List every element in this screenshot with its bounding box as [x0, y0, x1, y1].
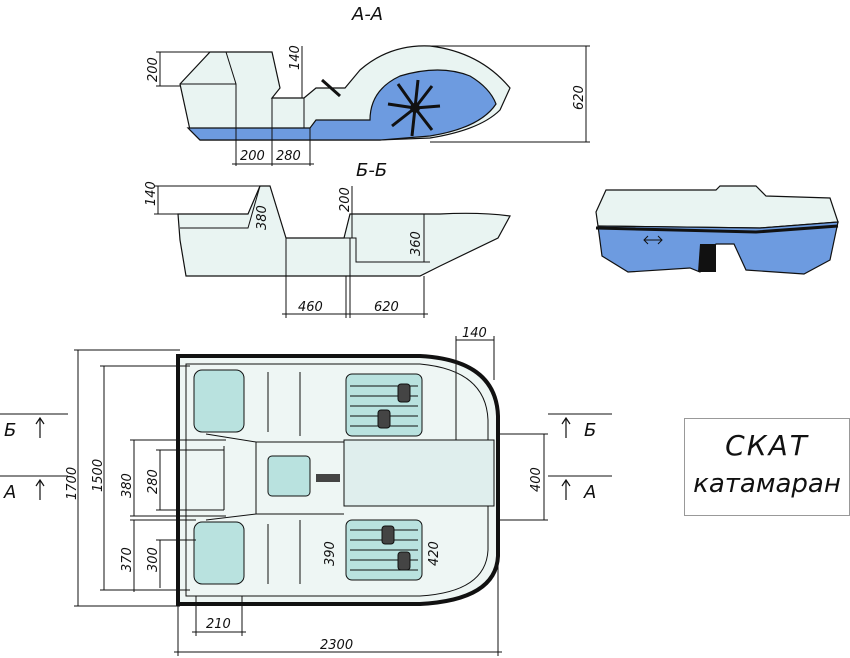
plan-cabin-lines: [205, 372, 344, 584]
aa-waterline: [186, 69, 497, 141]
bb-dim-460: 460: [298, 300, 323, 315]
plan-dim-140-lines: [455, 336, 495, 440]
pedal-icon: [377, 383, 411, 571]
plan-dim-low-lines: [130, 519, 196, 592]
section-bb-label: Б-Б: [356, 160, 387, 181]
plan-dim-400-lines: [498, 433, 548, 521]
bb-dim-140: 140: [144, 181, 159, 206]
perspective-view: [595, 185, 839, 275]
bb-dim-380: 380: [255, 205, 270, 230]
bb-dim-140-lines: [154, 185, 260, 215]
bb-dim-360: 360: [409, 231, 424, 256]
plan-seat-front-left: [193, 369, 245, 433]
section-marker-lines: [0, 413, 612, 477]
plan-dim-1500-lines: [100, 365, 190, 591]
aa-dim-620: 620: [572, 85, 587, 110]
plan-dim-400: 400: [529, 467, 544, 492]
aa-lever: [321, 78, 341, 98]
plan-dim-420: 420: [427, 541, 442, 566]
mark-b-right: Б: [584, 420, 596, 441]
product-type: катамаран: [693, 469, 841, 499]
aa-dim-280: 280: [276, 149, 301, 164]
section-aa-label: А-А: [351, 4, 383, 25]
plan-dim-1500: 1500: [91, 459, 106, 492]
mark-b-left: Б: [4, 420, 16, 441]
persp-arrow-icon: [643, 235, 663, 245]
persp-shadow: [698, 244, 716, 272]
aa-dim-200-bottom: 200: [240, 149, 265, 164]
aa-dim-620-lines: [430, 45, 590, 143]
plan-dim-1700: 1700: [65, 467, 80, 500]
plan-dim-2300: 2300: [320, 638, 353, 653]
section-bb: Б-Б 140 380 200 360 460 620: [144, 160, 511, 318]
aa-dim-200: 200: [146, 57, 161, 82]
section-markers: Б А Б А: [0, 413, 612, 503]
plan-view: 1700 1500 380 280 370 300 390 420 140 40…: [65, 326, 548, 656]
plan-dim-210-lines: [192, 596, 246, 636]
mark-a-right: А: [583, 482, 596, 503]
persp-deck: [595, 185, 839, 229]
title-block: СКАТ катамаран: [684, 418, 850, 516]
plan-dim-380: 380: [120, 473, 135, 498]
plan-dim-2300-lines: [174, 560, 502, 656]
product-name: СКАТ: [725, 429, 809, 462]
section-arrow-icon: [35, 416, 571, 500]
aa-inner-lines: [180, 51, 305, 128]
plan-seat-rear-left: [193, 521, 245, 585]
bb-dim-200: 200: [338, 187, 353, 212]
bb-dim-bottom-lines: [282, 276, 428, 318]
plan-dim-300: 300: [146, 547, 161, 572]
plan-dim-1700-lines: [74, 349, 180, 607]
aa-dim-140: 140: [288, 45, 303, 70]
aa-dim-bottom-lines: [232, 128, 314, 166]
aa-dim-200-lines: [156, 51, 210, 87]
bb-inner-lines: [180, 185, 430, 276]
plan-dim-mid-lines: [130, 439, 226, 517]
mark-a-left: А: [3, 482, 16, 503]
persp-rail: [595, 224, 839, 234]
plan-dim-390: 390: [323, 541, 338, 566]
persp-hulls: [597, 221, 839, 275]
plan-dim-280: 280: [146, 469, 161, 494]
plan-center-seat: [267, 455, 311, 497]
bb-dim-620: 620: [374, 300, 399, 315]
plan-dim-370: 370: [120, 547, 135, 572]
plan-steering-lever: [316, 474, 340, 482]
plan-dim-140: 140: [462, 326, 487, 341]
plan-dim-210: 210: [206, 617, 231, 632]
plan-center-deck: [343, 439, 495, 507]
paddle-wheel-icon: [387, 79, 441, 137]
section-aa: А-А 200 140 620 200 280: [146, 4, 590, 166]
